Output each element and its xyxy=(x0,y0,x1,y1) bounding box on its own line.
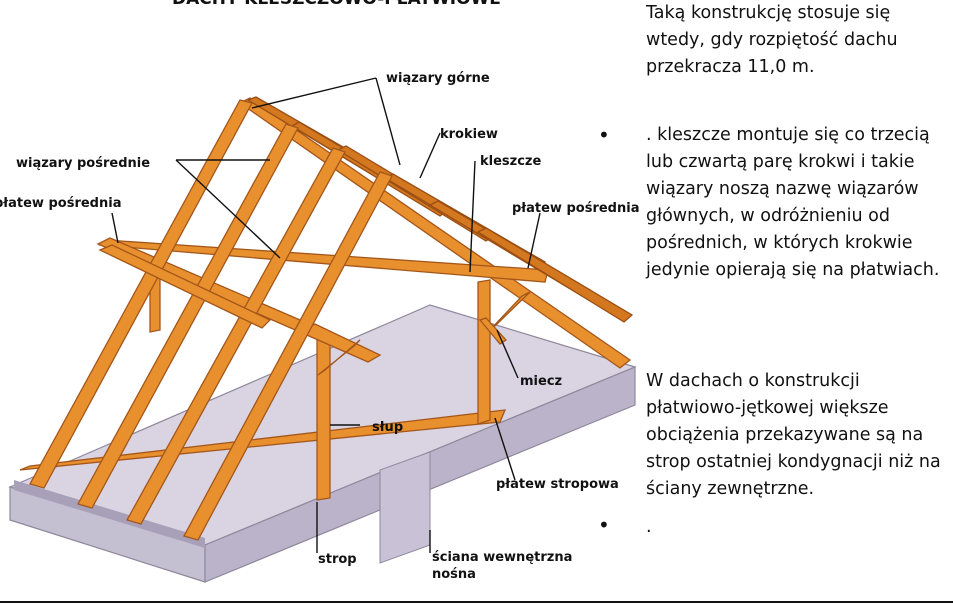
paragraph-dot: . xyxy=(646,517,652,537)
bullet-1: • xyxy=(598,123,610,147)
label-wiazary-posrednie: wiązary pośrednie xyxy=(16,156,150,171)
posts xyxy=(149,265,491,501)
label-strop: strop xyxy=(318,552,357,567)
label-wiazary-gorne: wiązary górne xyxy=(386,71,490,86)
label-sciana-line1: ściana wewnętrzna xyxy=(432,550,572,565)
label-krokiew: krokiew xyxy=(440,127,498,142)
paragraph-span-condition: Taką konstrukcję stosuje się wtedy, gdy … xyxy=(646,3,898,77)
inner-wall xyxy=(379,451,431,564)
diagram-title: DACHY KLESZCZOWO-PŁATWIOWE xyxy=(172,0,501,9)
rafters-back xyxy=(246,96,634,323)
bottom-rule xyxy=(0,601,953,603)
paragraph-load-transfer: W dachach o konstrukcji płatwiowo-jętkow… xyxy=(646,371,941,499)
label-kleszcze: kleszcze xyxy=(480,154,541,169)
rafters-front xyxy=(29,99,393,541)
paragraph-kleszcze: . kleszcze montuje się co trzecią lub cz… xyxy=(646,125,940,280)
label-platew-stropowa: płatew stropowa xyxy=(496,477,619,492)
leader-lines xyxy=(111,77,541,553)
label-platew-posrednia-right: płatew pośrednia xyxy=(512,201,639,216)
label-platew-posrednia-left: płatew pośrednia xyxy=(0,196,121,211)
bullet-2: • xyxy=(598,513,610,537)
label-sciana-line2: nośna xyxy=(432,567,476,582)
label-slup: słup xyxy=(372,420,403,435)
label-miecz: miecz xyxy=(520,374,562,389)
